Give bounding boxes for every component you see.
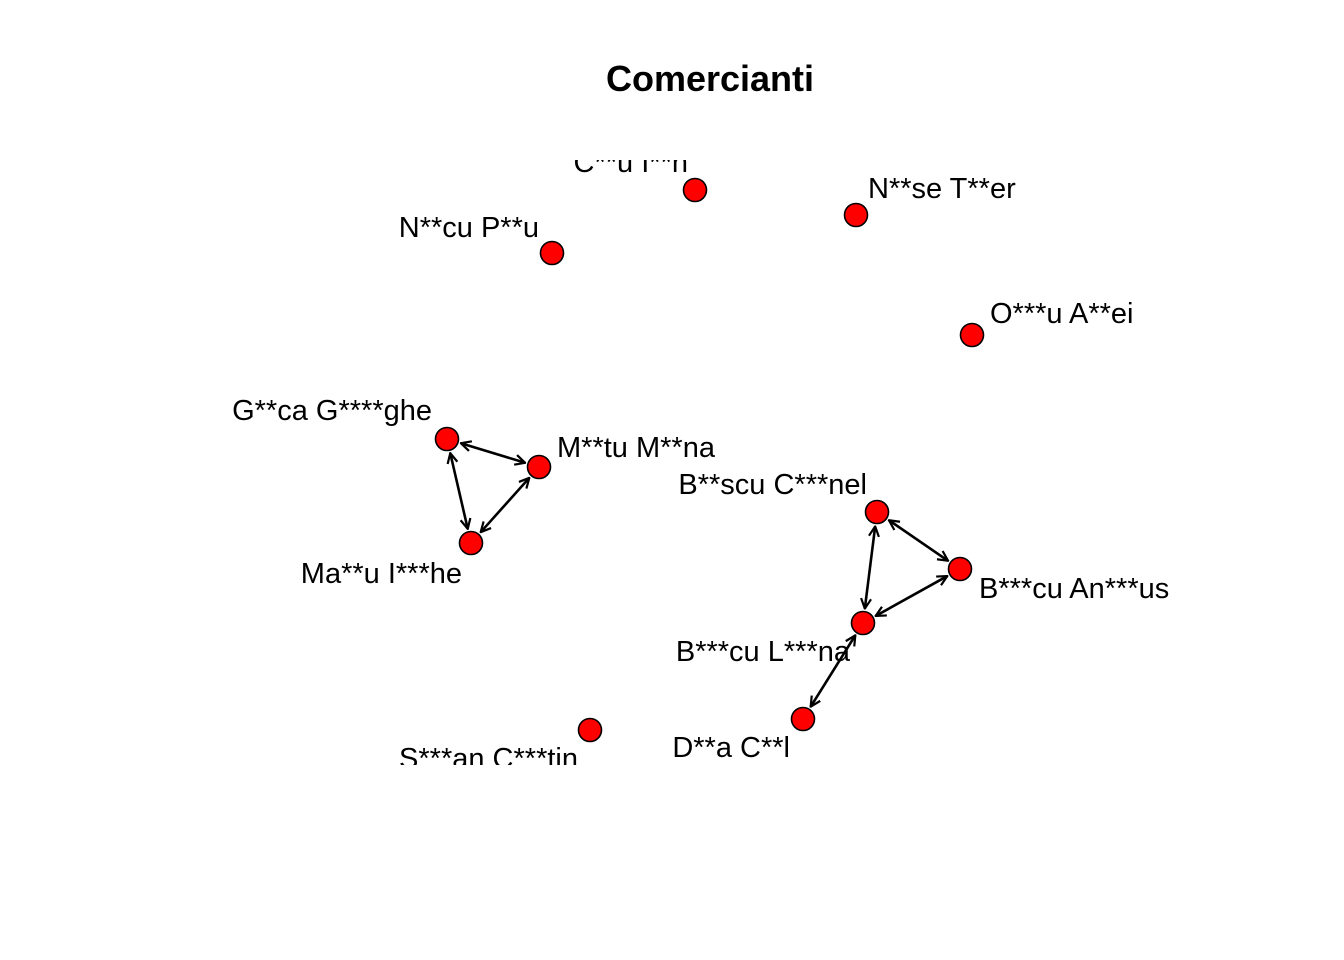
node-label: S***an C***tin	[399, 743, 578, 775]
node-n4	[959, 322, 985, 348]
node-label: N**se T**er	[868, 173, 1016, 205]
node-n10	[850, 610, 876, 636]
edge-n10-n11	[811, 635, 856, 706]
node-n9	[947, 556, 973, 582]
node-label: M**tu M**na	[557, 432, 716, 464]
node-label: B**scu C***nel	[678, 469, 867, 501]
edge-n5-n6	[461, 443, 525, 463]
node-label: B***cu L***na	[676, 636, 851, 668]
node-label: Ma**u I***he	[301, 558, 462, 590]
node-n11	[790, 706, 816, 732]
node-label: D**a C**l	[672, 732, 790, 764]
edge-n8-n9	[889, 520, 948, 561]
edge-n5-n7	[450, 453, 467, 529]
edge-n8-n10	[865, 526, 875, 608]
edge-n6-n7	[481, 478, 530, 532]
edge-n9-n10	[876, 576, 948, 616]
node-label: G**ca G****ghe	[232, 395, 432, 427]
node-n3	[539, 240, 565, 266]
node-n2	[843, 202, 869, 228]
node-label: C**u I**n	[574, 147, 688, 179]
chart-title: Comercianti	[605, 58, 815, 99]
node-label: B***cu An***us	[979, 573, 1169, 605]
node-label: O***u A**ei	[990, 298, 1134, 330]
node-n1	[682, 177, 708, 203]
node-label: N**cu P**u	[399, 212, 539, 244]
node-n5	[434, 426, 460, 452]
node-n6	[526, 454, 552, 480]
node-n7	[458, 530, 484, 556]
node-n8	[864, 499, 890, 525]
node-n12	[577, 717, 603, 743]
